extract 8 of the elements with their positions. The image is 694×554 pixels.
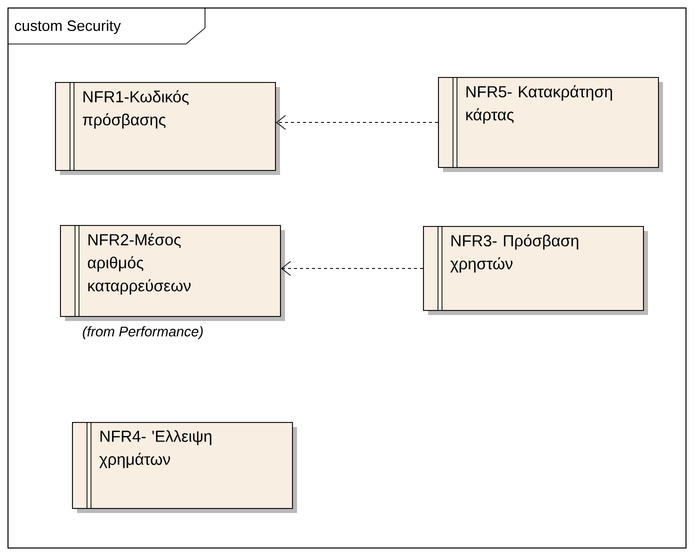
requirement-box: NFR1-Κωδικός πρόσβασης	[55, 82, 280, 175]
requirement-box: NFR2-Μέσος αριθμός καταρρεύσεων	[60, 224, 285, 321]
requirement-box: NFR3- Πρόσβαση χρηστών	[423, 226, 648, 315]
requirement-box: NFR4- 'Ελλειψη χρημάτων	[72, 422, 297, 513]
dependency-arrow	[276, 115, 438, 130]
from-note: (from Performance)	[82, 326, 203, 340]
dependency-arrow	[280, 261, 424, 276]
requirement-box: NFR5- Κατακράτηση κάρτας	[438, 76, 663, 172]
